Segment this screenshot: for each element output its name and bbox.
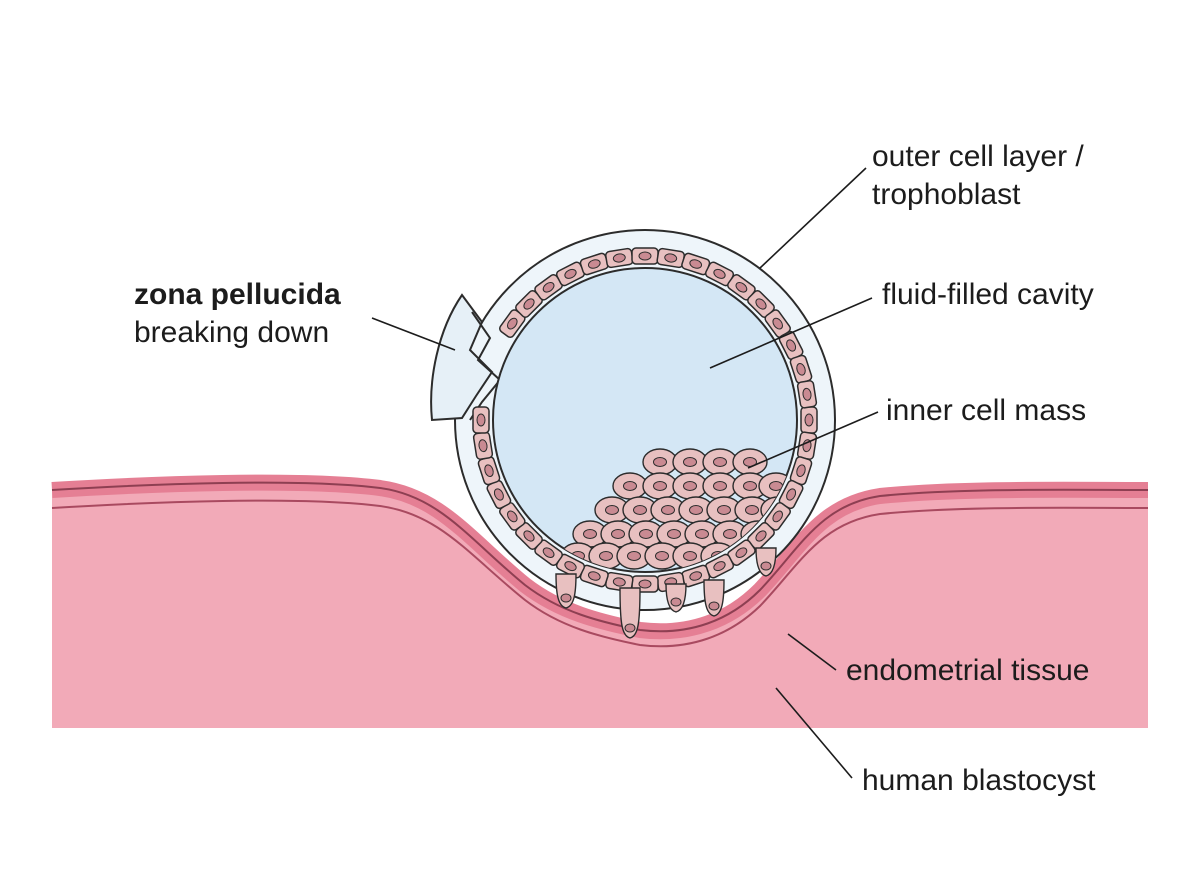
icm-cell <box>678 496 714 524</box>
blastocyst-text: human blastocyst <box>862 764 1096 797</box>
trophoblast-cell <box>579 252 609 276</box>
icm-cell <box>702 448 738 476</box>
icm-cell <box>612 472 648 500</box>
trophoblast-cell <box>472 406 490 434</box>
trophoblast-projection <box>619 587 641 639</box>
endometrium-text: endometrial tissue <box>846 654 1090 687</box>
leader-cavity <box>709 297 873 369</box>
trophoblast-projections <box>555 547 777 639</box>
icm-cell <box>672 448 708 476</box>
trophoblast-cell <box>796 431 818 460</box>
icm-cell <box>706 496 742 524</box>
trophoblast-cell <box>789 456 813 486</box>
icm-cell <box>642 448 678 476</box>
leader-outer <box>759 167 867 269</box>
leader-zona <box>371 317 456 351</box>
trophoblast-cell <box>499 309 526 338</box>
leader-endometrium <box>787 633 837 671</box>
trophoblast-cell <box>789 354 813 384</box>
icm-cell <box>572 520 608 548</box>
trophoblast-cell <box>747 290 775 318</box>
label-human-blastocyst: human blastocyst <box>862 762 1095 800</box>
trophoblast-cell <box>515 290 543 318</box>
cavity-text: fluid-filled cavity <box>882 278 1094 311</box>
label-outer-cell-layer: outer cell layer / trophoblast <box>872 138 1084 214</box>
label-fluid-filled-cavity: fluid-filled cavity <box>882 276 1094 314</box>
trophoblast-cell <box>764 309 791 338</box>
tissue-inner-line <box>51 499 1149 648</box>
trophoblast-cell <box>477 456 501 486</box>
trophoblast-cell <box>796 380 818 409</box>
outer-line-1: outer cell layer / <box>872 140 1084 173</box>
zona-crack <box>469 311 502 421</box>
zona-subtitle: breaking down <box>134 316 330 349</box>
label-zona-pellucida: zona pellucida breaking down <box>134 276 341 352</box>
trophoblast-cell <box>656 247 685 269</box>
icm-cell <box>684 520 720 548</box>
icm-cell <box>642 472 678 500</box>
icm-text: inner cell mass <box>886 394 1087 427</box>
trophoblast-cell <box>747 522 775 550</box>
trophoblast-layer <box>472 247 818 593</box>
trophoblast-projection <box>703 579 725 617</box>
icm-cell <box>702 472 738 500</box>
trophoblast-cell <box>472 431 494 460</box>
trophoblast-cell <box>555 261 586 287</box>
trophoblast-projection <box>755 547 777 577</box>
icm-cell <box>588 542 624 570</box>
zona-title: zona pellucida <box>134 278 341 311</box>
trophoblast-cell <box>579 564 609 588</box>
trophoblast-cell <box>499 502 526 531</box>
trophoblast-cell <box>800 406 818 434</box>
blastocyst <box>430 229 836 639</box>
tissue-body <box>52 482 1148 728</box>
trophoblast-projection <box>665 583 687 613</box>
trophoblast-cell <box>631 247 659 265</box>
zona-fragment <box>430 293 494 422</box>
leader-icm <box>747 411 879 469</box>
label-inner-cell-mass: inner cell mass <box>886 392 1086 430</box>
label-endometrial-tissue: endometrial tissue <box>846 652 1089 690</box>
leader-lines <box>371 167 879 779</box>
trophoblast-cell <box>605 247 634 269</box>
icm-cell <box>622 496 658 524</box>
trophoblast-projection <box>555 573 577 609</box>
outer-line-2: trophoblast <box>872 178 1021 211</box>
leader-blastocyst <box>775 687 853 779</box>
icm-cell <box>672 472 708 500</box>
trophoblast-cell <box>534 274 563 301</box>
